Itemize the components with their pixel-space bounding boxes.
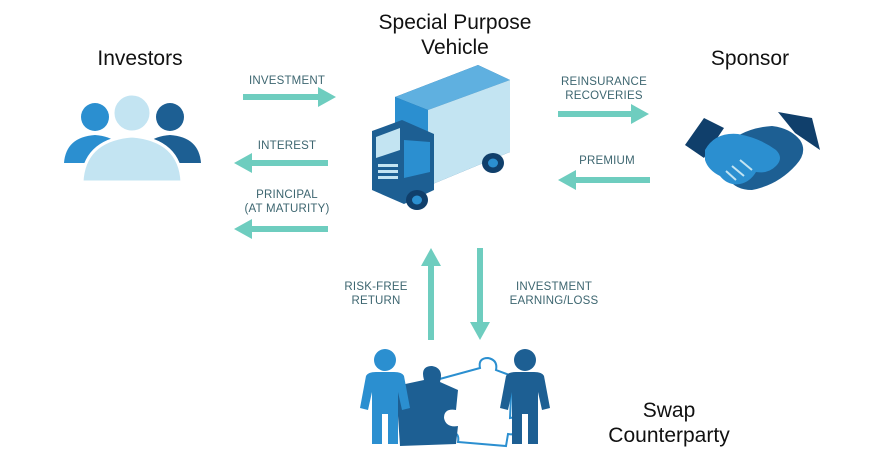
label-premium: PREMIUM <box>579 155 635 167</box>
arrow-reinsurance <box>558 104 649 124</box>
people-puzzle-icon <box>360 349 550 448</box>
label-risk-free-return: RISK-FREE RETURN <box>344 281 408 307</box>
label-principal: PRINCIPAL (AT MATURITY) <box>244 189 330 215</box>
arrow-risk-free-return <box>421 248 441 340</box>
label-interest: INTEREST <box>257 140 317 152</box>
arrow-premium <box>558 170 650 190</box>
sponsor-title: Sponsor <box>710 47 790 70</box>
investors-title: Investors <box>97 47 183 70</box>
label-investment: INVESTMENT <box>248 75 326 87</box>
people-group-icon <box>64 92 201 184</box>
label-investment-earning-loss: INVESTMENT EARNING/LOSS <box>509 281 599 307</box>
handshake-icon <box>685 112 820 190</box>
arrow-investment-earning <box>470 248 490 340</box>
arrow-interest <box>234 153 328 173</box>
arrow-principal <box>234 219 328 239</box>
arrow-investment <box>243 87 336 107</box>
label-reinsurance-recoveries: REINSURANCE RECOVERIES <box>561 76 647 102</box>
swap-counterparty-title: Swap Counterparty <box>608 399 730 447</box>
truck-icon <box>372 65 510 210</box>
spv-title: Special Purpose Vehicle <box>378 11 532 59</box>
